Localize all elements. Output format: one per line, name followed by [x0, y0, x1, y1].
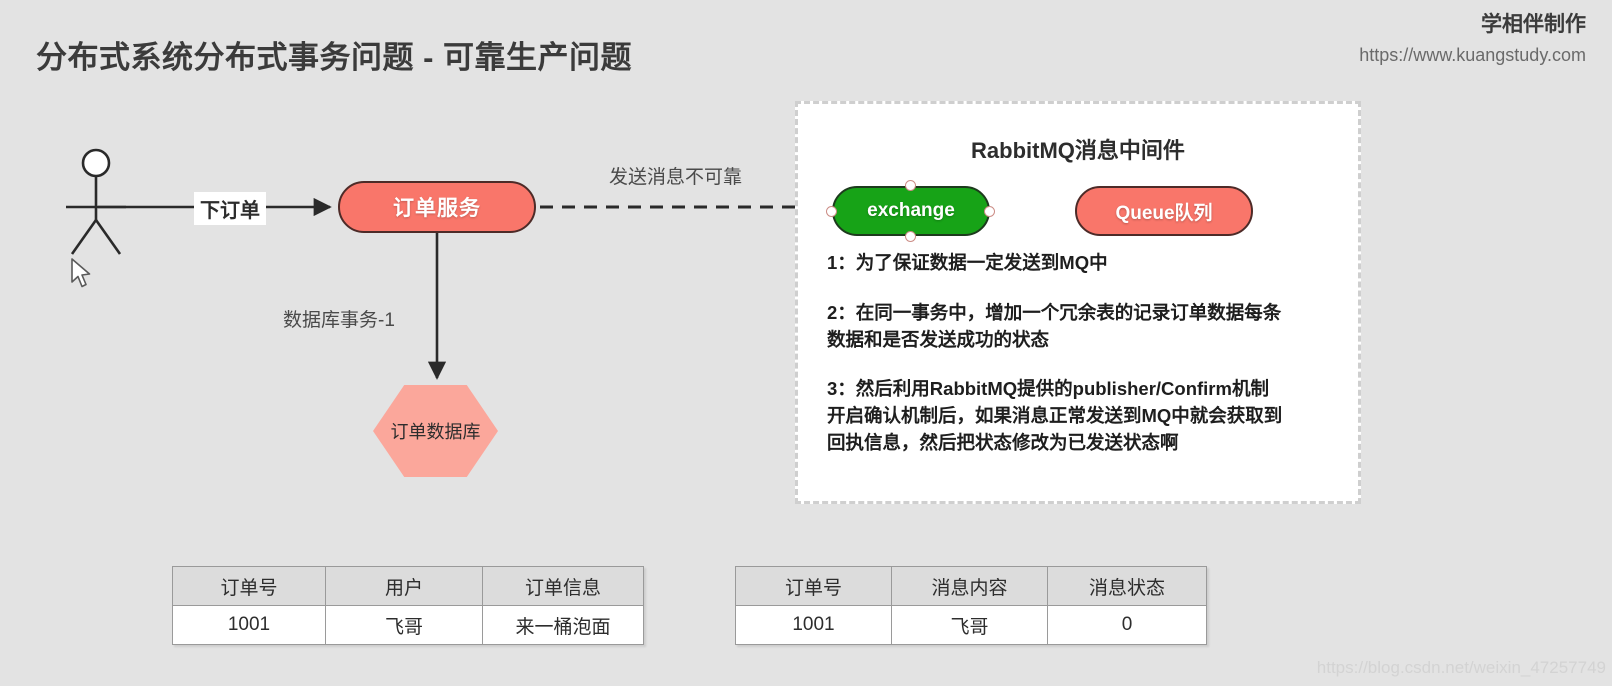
mouse-cursor-icon [70, 258, 92, 290]
exchange-handle-bottom[interactable] [905, 231, 916, 242]
table-header-row: 订单号 用户 订单信息 [172, 566, 644, 606]
edge-label-send-unreliable: 发送消息不可靠 [609, 167, 743, 188]
column-header: 订单信息 [482, 566, 644, 606]
column-header: 用户 [325, 566, 483, 606]
edge-label-db-transaction: 数据库事务-1 [283, 310, 395, 331]
brand-url: https://www.kuangstudy.com [1359, 45, 1586, 65]
exchange-handle-left[interactable] [826, 206, 837, 217]
message-table: 订单号 消息内容 消息状态 1001 飞哥 0 [735, 566, 1207, 645]
hexagon-shape [373, 385, 498, 477]
table-cell: 1001 [172, 605, 326, 645]
node-exchange-label: exchange [867, 200, 955, 221]
rabbitmq-panel-title: RabbitMQ消息中间件 [971, 138, 1185, 163]
rabbitmq-note-3: 3：然后利用RabbitMQ提供的publisher/Confirm机制 开启确… [827, 378, 1283, 454]
rabbitmq-note-2: 2：在同一事务中，增加一个冗余表的记录订单数据每条 数据和是否发送成功的状态 [827, 301, 1282, 350]
edge-label-place-order: 下订单 [194, 192, 266, 225]
page-title: 分布式系统分布式事务问题 - 可靠生产问题 [36, 40, 633, 75]
column-header: 订单号 [735, 566, 892, 606]
node-order-database[interactable]: 订单数据库 [373, 385, 498, 477]
column-header: 消息状态 [1047, 566, 1207, 606]
order-table: 订单号 用户 订单信息 1001 飞哥 来一桶泡面 [172, 566, 644, 645]
column-header: 消息内容 [891, 566, 1048, 606]
node-exchange[interactable]: exchange [832, 186, 990, 236]
node-queue[interactable]: Queue队列 [1075, 186, 1253, 236]
node-order-service-label: 订单服务 [393, 197, 481, 220]
actor-stick-figure [58, 148, 136, 260]
node-order-database-label: 订单数据库 [390, 422, 481, 442]
column-header: 订单号 [172, 566, 326, 606]
rabbitmq-note-1: 1：为了保证数据一定发送到MQ中 [827, 252, 1108, 273]
brand-name: 学相伴制作 [1481, 13, 1586, 36]
table-cell: 飞哥 [891, 605, 1048, 645]
table-cell: 0 [1047, 605, 1207, 645]
table-header-row: 订单号 消息内容 消息状态 [735, 566, 1207, 606]
rabbitmq-notes-list: 1：为了保证数据一定发送到MQ中 2：在同一事务中，增加一个冗余表的记录订单数据… [827, 250, 1344, 457]
table-cell: 1001 [735, 605, 892, 645]
node-order-service[interactable]: 订单服务 [338, 181, 536, 233]
footer-watermark: https://blog.csdn.net/weixin_47257749 [1316, 658, 1606, 677]
exchange-handle-top[interactable] [905, 180, 916, 191]
table-row: 1001 飞哥 来一桶泡面 [172, 605, 644, 645]
table-cell: 来一桶泡面 [482, 605, 644, 645]
node-queue-label: Queue队列 [1115, 202, 1213, 224]
table-row: 1001 飞哥 0 [735, 605, 1207, 645]
table-cell: 飞哥 [325, 605, 483, 645]
exchange-handle-right[interactable] [984, 206, 995, 217]
rabbitmq-panel: RabbitMQ消息中间件 exchange Queue队列 1：为了保证数据一… [795, 101, 1361, 504]
